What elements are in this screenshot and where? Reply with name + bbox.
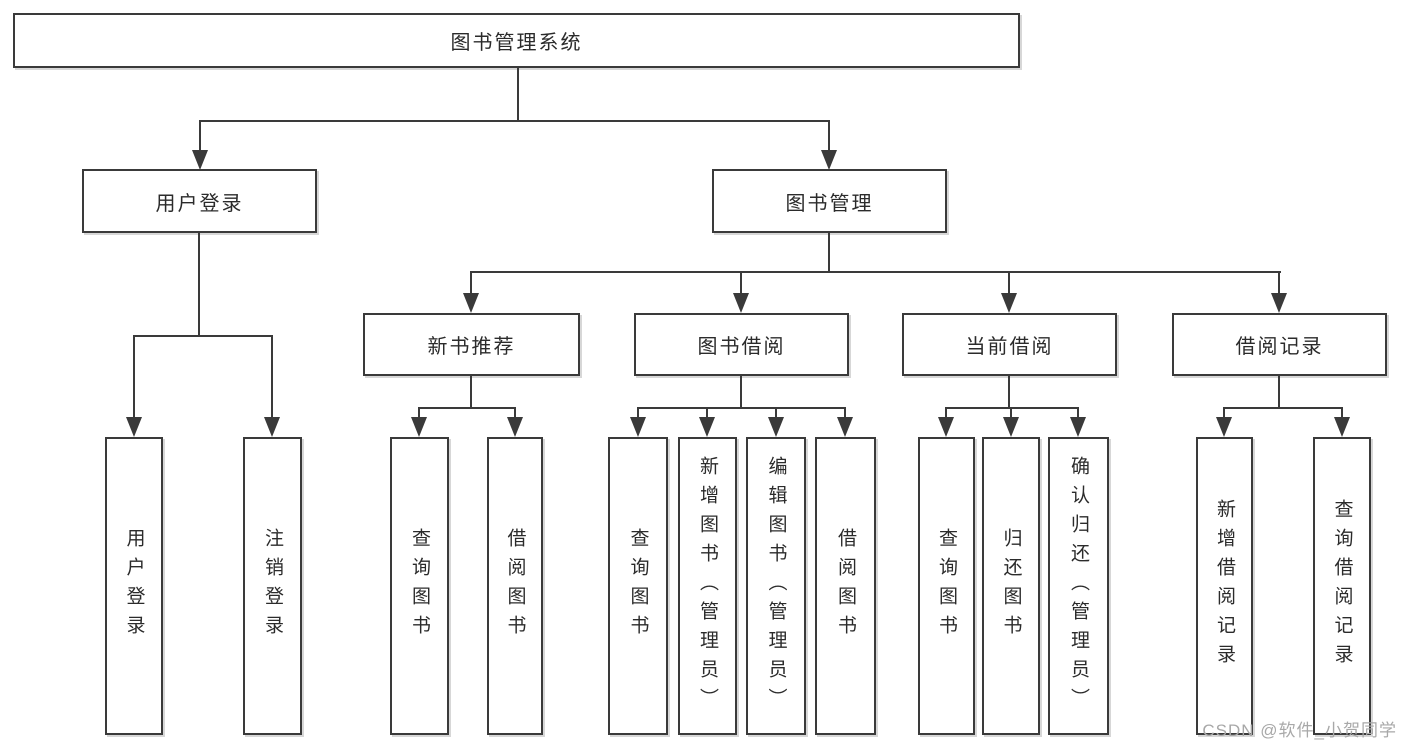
connector-line bbox=[740, 376, 742, 409]
leaf-user-login-label: 用户登录 bbox=[123, 528, 145, 644]
node-user-login: 用户登录 bbox=[82, 169, 317, 233]
leaf-current-confirm-return-admin-label: 确认归还（管理员） bbox=[1068, 455, 1089, 717]
connector-line bbox=[419, 407, 516, 409]
connector-line bbox=[133, 335, 135, 419]
arrowhead-down-icon bbox=[192, 150, 208, 170]
connector-line bbox=[1278, 376, 1280, 409]
connector-line bbox=[828, 233, 830, 273]
leaf-current-return-books: 归还图书 bbox=[982, 437, 1040, 735]
node-book-management: 图书管理 bbox=[712, 169, 947, 233]
arrowhead-down-icon bbox=[821, 150, 837, 170]
node-book-borrow-label: 图书借阅 bbox=[697, 336, 786, 358]
connector-line bbox=[775, 407, 777, 419]
connector-line bbox=[1278, 271, 1280, 296]
arrowhead-down-icon bbox=[1334, 417, 1350, 437]
leaf-user-login: 用户登录 bbox=[105, 437, 163, 735]
connector-line bbox=[844, 407, 846, 419]
arrowhead-down-icon bbox=[411, 417, 427, 437]
leaf-recommend-query-books: 查询图书 bbox=[390, 437, 449, 735]
arrowhead-down-icon bbox=[463, 293, 479, 313]
leaf-logout: 注销登录 bbox=[243, 437, 302, 735]
arrowhead-down-icon bbox=[507, 417, 523, 437]
arrowhead-down-icon bbox=[733, 293, 749, 313]
leaf-records-query-record-label: 查询借阅记录 bbox=[1331, 499, 1353, 673]
node-user-login-label: 用户登录 bbox=[155, 192, 244, 215]
connector-line bbox=[199, 120, 830, 122]
connector-line bbox=[1223, 407, 1225, 419]
connector-line bbox=[470, 376, 472, 409]
leaf-current-confirm-return-admin: 确认归还（管理员） bbox=[1048, 437, 1109, 735]
leaf-current-query-books-label: 查询图书 bbox=[936, 528, 957, 644]
connector-line bbox=[271, 335, 273, 419]
leaf-recommend-borrow-books: 借阅图书 bbox=[487, 437, 543, 735]
connector-line bbox=[418, 407, 420, 419]
arrowhead-down-icon bbox=[938, 417, 954, 437]
leaf-current-query-books: 查询图书 bbox=[918, 437, 975, 735]
arrowhead-down-icon bbox=[768, 417, 784, 437]
node-current-borrow: 当前借阅 bbox=[902, 313, 1117, 376]
node-borrow-records-label: 借阅记录 bbox=[1235, 336, 1324, 358]
node-root: 图书管理系统 bbox=[13, 13, 1020, 68]
node-root-label: 图书管理系统 bbox=[450, 32, 583, 54]
node-new-book-recommend-label: 新书推荐 bbox=[427, 336, 516, 358]
arrowhead-down-icon bbox=[1001, 293, 1017, 313]
node-new-book-recommend: 新书推荐 bbox=[363, 313, 580, 376]
connector-line bbox=[637, 407, 639, 419]
connector-line bbox=[470, 271, 472, 296]
connector-line bbox=[740, 271, 742, 296]
connector-line bbox=[945, 407, 947, 419]
node-book-borrow: 图书借阅 bbox=[634, 313, 849, 376]
connector-line bbox=[470, 271, 1281, 273]
connector-line bbox=[706, 407, 708, 419]
leaf-borrow-borrow-books: 借阅图书 bbox=[815, 437, 876, 735]
leaf-borrow-borrow-books-label: 借阅图书 bbox=[835, 528, 856, 644]
arrowhead-down-icon bbox=[699, 417, 715, 437]
connector-line bbox=[133, 335, 273, 337]
watermark: CSDN @软件_小贺同学 bbox=[1202, 721, 1397, 740]
leaf-borrow-add-books-admin: 新增图书（管理员） bbox=[678, 437, 737, 735]
leaf-borrow-add-books-admin-label: 新增图书（管理员） bbox=[697, 455, 718, 717]
arrowhead-down-icon bbox=[1070, 417, 1086, 437]
connector-line bbox=[514, 407, 516, 419]
connector-line bbox=[1077, 407, 1079, 419]
arrowhead-down-icon bbox=[264, 417, 280, 437]
leaf-records-query-record: 查询借阅记录 bbox=[1313, 437, 1371, 735]
leaf-recommend-query-books-label: 查询图书 bbox=[409, 528, 430, 644]
connector-line bbox=[828, 120, 830, 152]
leaf-borrow-edit-books-admin-label: 编辑图书（管理员） bbox=[765, 455, 787, 717]
leaf-current-return-books-label: 归还图书 bbox=[1000, 528, 1022, 644]
node-current-borrow-label: 当前借阅 bbox=[965, 336, 1054, 358]
node-book-management-label: 图书管理 bbox=[785, 192, 874, 215]
connector-line bbox=[517, 68, 519, 122]
leaf-logout-label: 注销登录 bbox=[262, 528, 283, 644]
leaf-borrow-edit-books-admin: 编辑图书（管理员） bbox=[746, 437, 806, 735]
arrowhead-down-icon bbox=[1003, 417, 1019, 437]
node-borrow-records: 借阅记录 bbox=[1172, 313, 1387, 376]
leaf-borrow-query-books: 查询图书 bbox=[608, 437, 668, 735]
connector-line bbox=[1341, 407, 1343, 419]
leaf-records-add-record: 新增借阅记录 bbox=[1196, 437, 1253, 735]
connector-line bbox=[198, 233, 200, 337]
arrowhead-down-icon bbox=[837, 417, 853, 437]
leaf-recommend-borrow-books-label: 借阅图书 bbox=[504, 528, 526, 644]
connector-line bbox=[1008, 376, 1010, 409]
connector-line bbox=[946, 407, 1079, 409]
arrowhead-down-icon bbox=[1216, 417, 1232, 437]
connector-line bbox=[1008, 271, 1010, 296]
connector-line bbox=[1224, 407, 1342, 409]
leaf-borrow-query-books-label: 查询图书 bbox=[627, 528, 649, 644]
connector-line bbox=[199, 120, 201, 152]
arrowhead-down-icon bbox=[630, 417, 646, 437]
arrowhead-down-icon bbox=[126, 417, 142, 437]
connector-line bbox=[1010, 407, 1012, 419]
connector-line bbox=[638, 407, 846, 409]
leaf-records-add-record-label: 新增借阅记录 bbox=[1214, 499, 1235, 673]
arrowhead-down-icon bbox=[1271, 293, 1287, 313]
